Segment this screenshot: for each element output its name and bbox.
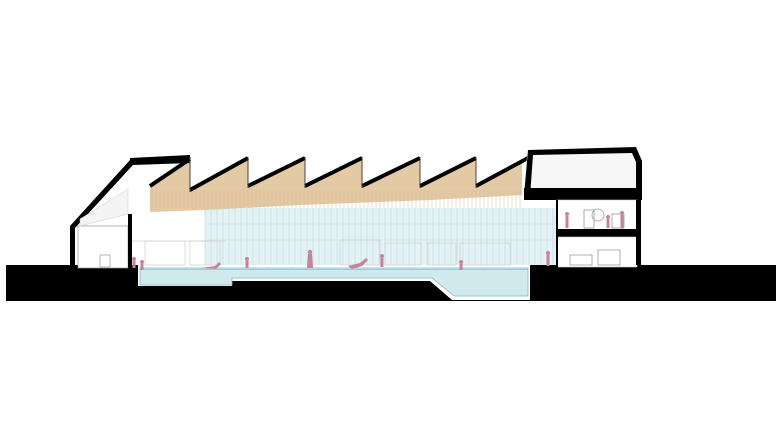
person-figure-2: [140, 260, 144, 270]
timber-grain: [151, 190, 521, 208]
person-figure-7: [546, 251, 550, 266]
interior-partitions: [120, 239, 511, 266]
ground-cut: [6, 265, 776, 301]
human-figures: [132, 211, 624, 270]
pool-water: [139, 267, 529, 297]
person-figure-10: [620, 211, 624, 228]
gym-equipment: [569, 208, 625, 266]
left-entrance-volume: [70, 158, 190, 269]
right-volume: [522, 147, 642, 268]
swimmer-figure-1: [200, 262, 221, 269]
person-figure-5: [380, 254, 384, 267]
person-figure-6: [459, 260, 463, 270]
person-figure-3: [245, 257, 249, 268]
pool-main: [139, 267, 529, 297]
roof-glazing-verticals: [189, 157, 477, 192]
timber-roof-infill: [150, 158, 522, 212]
person-figure-8: [565, 212, 569, 228]
person-figure-9: [606, 215, 610, 228]
swimmer-figure-2: [348, 258, 368, 269]
person-figure-4: [307, 249, 313, 268]
sawtooth-roof-structure: [129, 155, 529, 192]
person-figure-1: [132, 257, 136, 268]
